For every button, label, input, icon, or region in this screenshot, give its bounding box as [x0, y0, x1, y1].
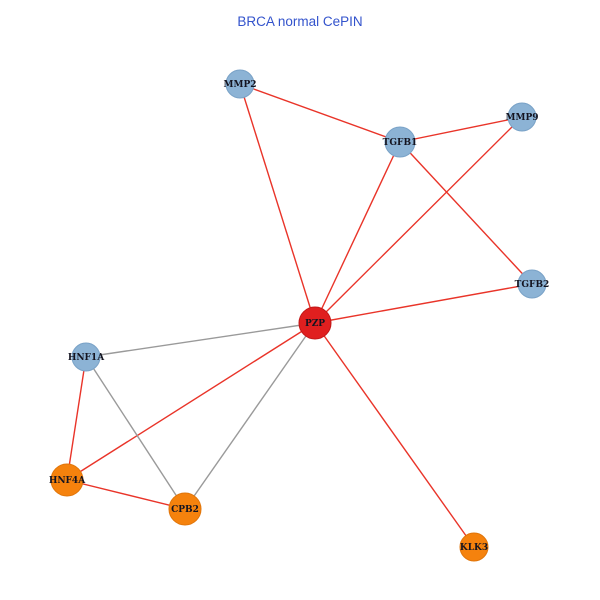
- node-label-CPB2: CPB2: [171, 505, 199, 515]
- node-circle-HNF1A: [71, 342, 101, 372]
- node-label-TGFB2: TGFB2: [515, 280, 550, 290]
- node-HNF1A: HNF1A: [68, 342, 105, 372]
- plot-title: BRCA normal CePIN: [237, 14, 362, 29]
- edge-HNF4A-CPB2: [66, 479, 186, 510]
- edge-HNF1A-HNF4A: [66, 356, 87, 481]
- node-PZP: PZP: [298, 306, 332, 340]
- node-label-PZP: PZP: [305, 319, 325, 329]
- node-label-HNF4A: HNF4A: [49, 476, 86, 486]
- edge-PZP-MMP9: [314, 116, 523, 324]
- node-label-HNF1A: HNF1A: [68, 353, 105, 363]
- node-HNF4A: HNF4A: [49, 463, 86, 497]
- edges-layer: [66, 83, 533, 548]
- edge-PZP-TGFB2: [314, 283, 533, 324]
- edge-PZP-CPB2: [184, 322, 316, 510]
- edge-HNF1A-CPB2: [85, 356, 186, 510]
- node-TGFB2: TGFB2: [515, 269, 550, 299]
- node-MMP2: MMP2: [224, 69, 257, 99]
- node-circle-CPB2: [168, 492, 202, 526]
- node-circle-KLK3: [459, 532, 489, 562]
- edge-PZP-HNF4A: [66, 322, 316, 481]
- node-label-MMP2: MMP2: [224, 80, 257, 90]
- node-MMP9: MMP9: [506, 102, 539, 132]
- node-KLK3: KLK3: [459, 532, 489, 562]
- node-label-KLK3: KLK3: [460, 543, 488, 553]
- edge-PZP-TGFB1: [314, 141, 401, 324]
- edge-PZP-HNF1A: [85, 322, 316, 358]
- node-label-TGFB1: TGFB1: [383, 138, 418, 148]
- node-circle-TGFB1: [384, 126, 416, 158]
- edge-TGFB1-TGFB2: [399, 141, 533, 285]
- edge-TGFB1-MMP9: [399, 116, 523, 143]
- node-TGFB1: TGFB1: [383, 126, 418, 158]
- node-circle-PZP: [298, 306, 332, 340]
- node-circle-TGFB2: [517, 269, 547, 299]
- node-circle-HNF4A: [50, 463, 84, 497]
- edge-PZP-KLK3: [314, 322, 475, 548]
- node-circle-MMP9: [507, 102, 537, 132]
- node-CPB2: CPB2: [168, 492, 202, 526]
- edge-MMP2-TGFB1: [239, 83, 401, 143]
- edge-PZP-MMP2: [239, 83, 316, 324]
- node-label-MMP9: MMP9: [506, 113, 539, 123]
- node-circle-MMP2: [225, 69, 255, 99]
